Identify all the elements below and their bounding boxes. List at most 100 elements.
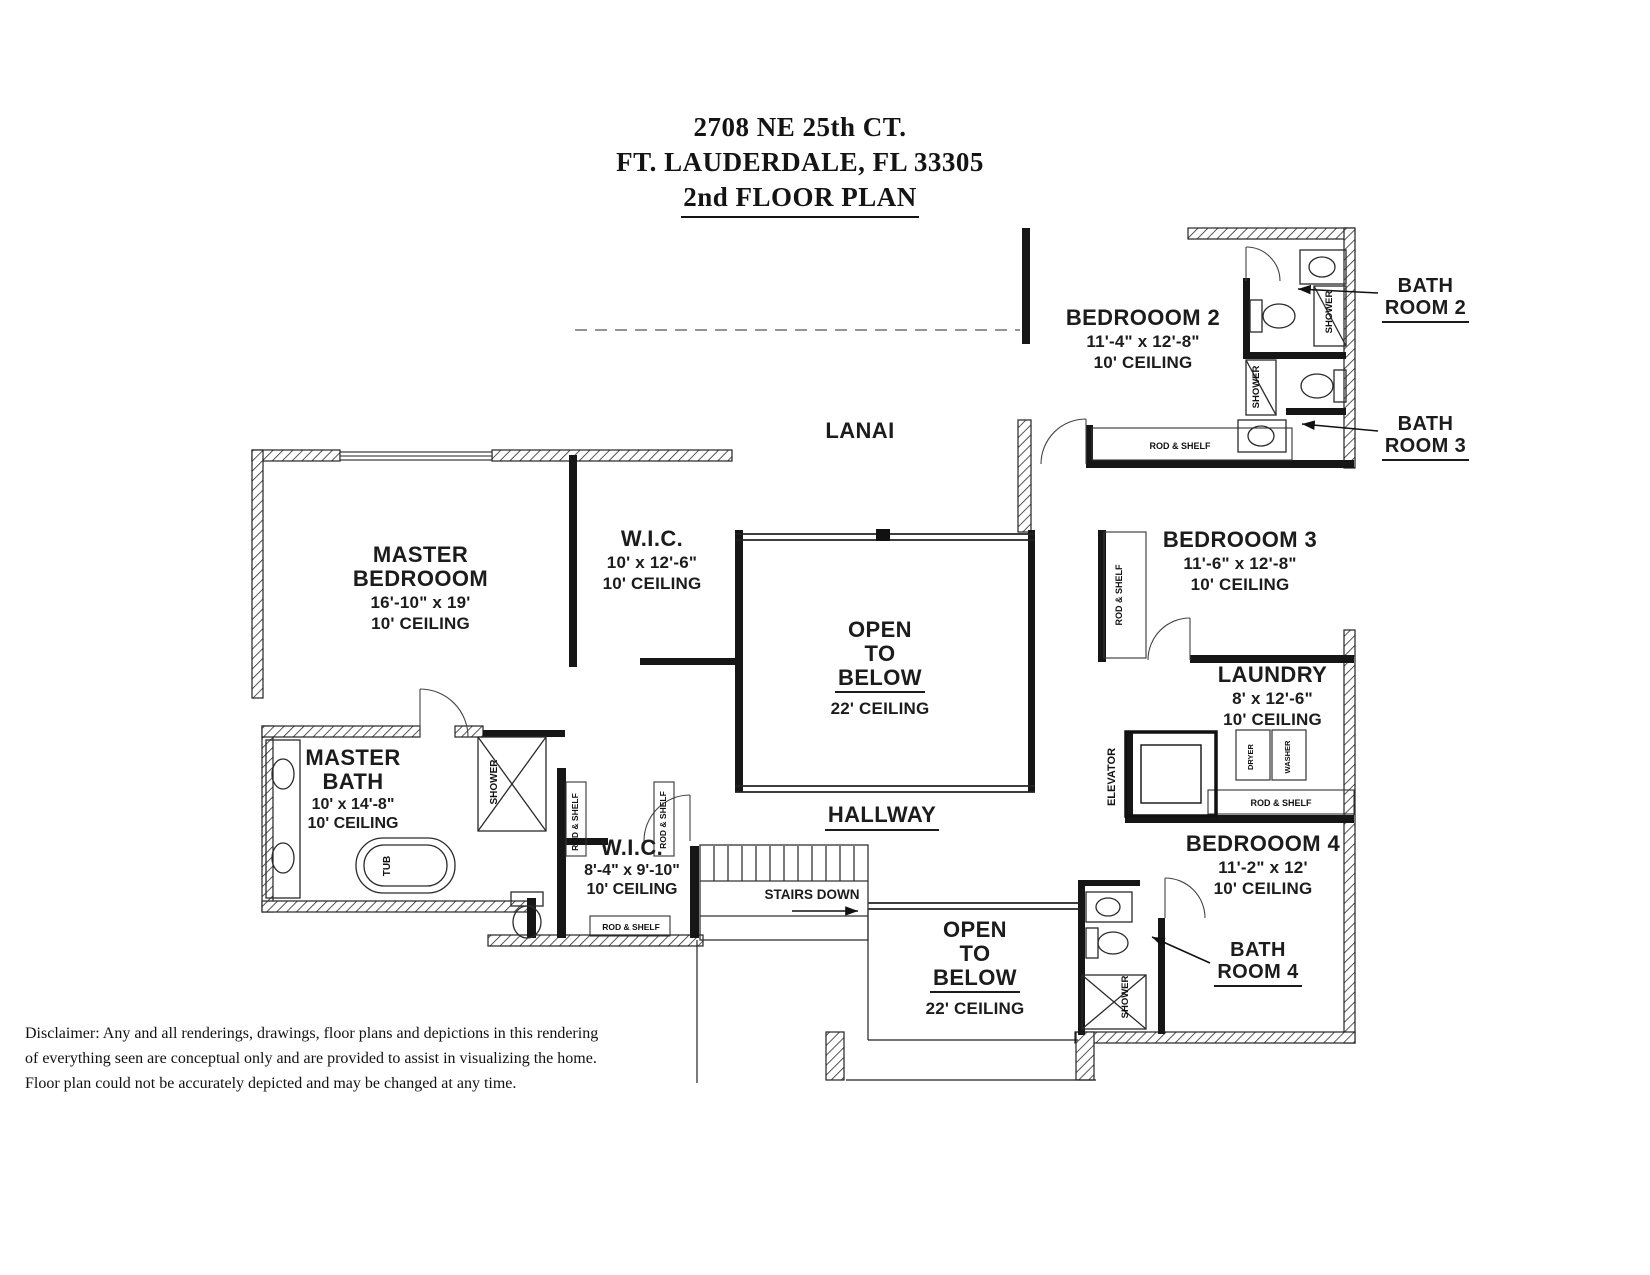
fixture-labels: SHOWER SHOWER SHOWER SHOWER TUB ROD & SH… xyxy=(382,290,1335,1018)
room-name: BEDROOOM 3 xyxy=(1162,527,1318,552)
disclaimer-line: of everything seen are conceptual only a… xyxy=(25,1049,597,1067)
room-name: HALLWAY xyxy=(822,803,942,831)
room-name: MASTER xyxy=(305,745,401,770)
city-line: FT. LAUDERDALE, FL 33305 xyxy=(616,147,984,178)
bath3-fixtures xyxy=(1237,359,1347,453)
room-label-master-bath: MASTER BATH 10' x 14'-8" 10' CEILING xyxy=(268,746,438,832)
plan-name: 2nd FLOOR PLAN xyxy=(681,180,919,219)
room-name: BEDROOOM xyxy=(352,565,489,591)
bathtub-icon xyxy=(355,837,456,894)
laundry-closet xyxy=(1207,789,1355,815)
room-name: BELOW xyxy=(810,665,950,694)
room-label-bath3: BATH ROOM 3 xyxy=(1378,413,1473,462)
sink-icon xyxy=(1247,425,1275,447)
bath2-fixtures xyxy=(1249,249,1347,347)
rod-shelf-label: ROD & SHELF xyxy=(1114,564,1124,626)
room-ceiling: 10' CEILING xyxy=(1190,575,1290,595)
callout-arrows xyxy=(792,284,1379,964)
washer-label: WASHER xyxy=(1283,740,1292,774)
railing-post xyxy=(876,529,890,541)
room-label-bedroom4: BEDROOOM 4 11'-2" x 12' 10' CEILING xyxy=(1148,832,1378,898)
wic2-shelf-bottom xyxy=(589,915,671,937)
room-name: ROOM 2 xyxy=(1378,297,1473,324)
shower-label: SHOWER xyxy=(1251,365,1262,408)
sink-icon xyxy=(271,758,295,790)
elevator-label: ELEVATOR xyxy=(1106,748,1118,806)
room-name: ROOM 3 xyxy=(1378,435,1473,462)
room-dims: 11'-2" x 12' xyxy=(1218,857,1308,877)
room-name: TO xyxy=(959,940,991,966)
room-ceiling: 10' CEILING xyxy=(1223,710,1322,730)
closets xyxy=(565,427,1355,937)
room-label-wic1: W.I.C. 10' x 12'-6" 10' CEILING xyxy=(572,527,732,593)
bath4-fixtures xyxy=(1081,891,1147,1030)
rod-shelf-label: ROD & SHELF xyxy=(1149,441,1211,451)
room-name: BEDROOOM 2 xyxy=(1065,305,1221,330)
room-label-master-bedroom: MASTER BEDROOOM 16'-10" x 19' 10' CEILIN… xyxy=(288,543,553,633)
room-label-open-below-top: OPEN TO BELOW 22' CEILING xyxy=(810,618,950,719)
room-ceiling: 10' CEILING xyxy=(307,814,399,832)
room-ceiling: 10' CEILING xyxy=(602,574,702,594)
disclaimer-line: Disclaimer: Any and all renderings, draw… xyxy=(25,1025,599,1042)
sink-counter xyxy=(1085,891,1133,923)
railings-and-lines xyxy=(339,451,1096,1083)
room-dims: 11'-6" x 12'-8" xyxy=(1183,553,1297,573)
room-name: LANAI xyxy=(825,418,895,443)
room-name: BATH xyxy=(322,768,384,794)
room-ceiling: 10' CEILING xyxy=(371,613,470,633)
room-name: BATH xyxy=(1397,413,1454,435)
toilet-icon xyxy=(1300,369,1347,403)
plan-name-line: 2nd FLOOR PLAN xyxy=(500,180,1100,219)
room-ceiling: 22' CEILING xyxy=(925,999,1025,1019)
rod-shelf-label: ROD & SHELF xyxy=(602,922,660,932)
rod-shelf-label: ROD & SHELF xyxy=(570,793,580,851)
room-name: W.I.C. xyxy=(620,526,684,551)
elevator-shaft xyxy=(1124,730,1218,818)
sink-counter xyxy=(1237,419,1287,453)
bath4-arrow xyxy=(1151,936,1211,964)
room-dims: 8'-4" x 9'-10" xyxy=(584,861,680,879)
disclaimer-line: Floor plan could not be accurately depic… xyxy=(25,1074,517,1092)
room-dims: 10' x 14'-8" xyxy=(311,795,395,813)
laundry-appliances xyxy=(1235,729,1307,781)
room-label-bedroom3: BEDROOOM 3 11'-6" x 12'-8" 10' CEILING xyxy=(1125,528,1355,594)
room-name: ROOM 4 xyxy=(1208,961,1308,988)
dryer-label: DRYER xyxy=(1246,743,1255,770)
bath2-arrow xyxy=(1297,284,1379,295)
room-label-bath2: BATH ROOM 2 xyxy=(1378,275,1473,324)
room-label-wic2: W.I.C. 8'-4" x 9'-10" 10' CEILING xyxy=(552,836,712,898)
room-dims: 8' x 12'-6" xyxy=(1232,688,1313,708)
room-dims: 16'-10" x 19' xyxy=(370,592,471,612)
vanity xyxy=(265,739,301,899)
stairs-down-label: STAIRS DOWN xyxy=(764,887,860,902)
shower-label: SHOWER xyxy=(1324,290,1335,333)
shower-stall-icon xyxy=(477,736,547,832)
room-ceiling: 22' CEILING xyxy=(830,699,930,719)
room-label-lanai: LANAI xyxy=(800,419,920,443)
sink-icon xyxy=(1308,256,1336,278)
dryer-icon xyxy=(1235,729,1271,781)
room-name: TO xyxy=(864,640,896,666)
tub-label: TUB xyxy=(382,856,393,877)
room-ceiling: 10' CEILING xyxy=(1213,879,1313,899)
wic2-shelf-right xyxy=(653,781,675,857)
room-name: OPEN xyxy=(943,917,1007,942)
room-ceiling: 10' CEILING xyxy=(586,881,678,899)
sink-counter xyxy=(1299,249,1347,285)
interior-walls xyxy=(483,228,1354,1035)
room-dims: 10' x 12'-6" xyxy=(606,552,698,572)
room-name: BEDROOOM 4 xyxy=(1185,831,1341,856)
shower-stall-icon xyxy=(1313,285,1347,347)
shower-stall-icon xyxy=(1081,974,1147,1030)
shower-label: SHOWER xyxy=(489,759,500,805)
room-ceiling: 10' CEILING xyxy=(1093,353,1193,373)
bath3-arrow xyxy=(1301,420,1379,432)
room-label-bedroom2: BEDROOOM 2 11'-4" x 12'-8" 10' CEILING xyxy=(1028,306,1258,372)
room-name: W.I.C. xyxy=(600,835,664,860)
shower-stall-icon xyxy=(1245,359,1277,416)
room-label-hallway: HALLWAY xyxy=(822,803,942,831)
room-dims: 11'-4" x 12'-8" xyxy=(1086,331,1200,351)
room-name: MASTER xyxy=(372,542,469,567)
shower-label: SHOWER xyxy=(1120,975,1131,1018)
